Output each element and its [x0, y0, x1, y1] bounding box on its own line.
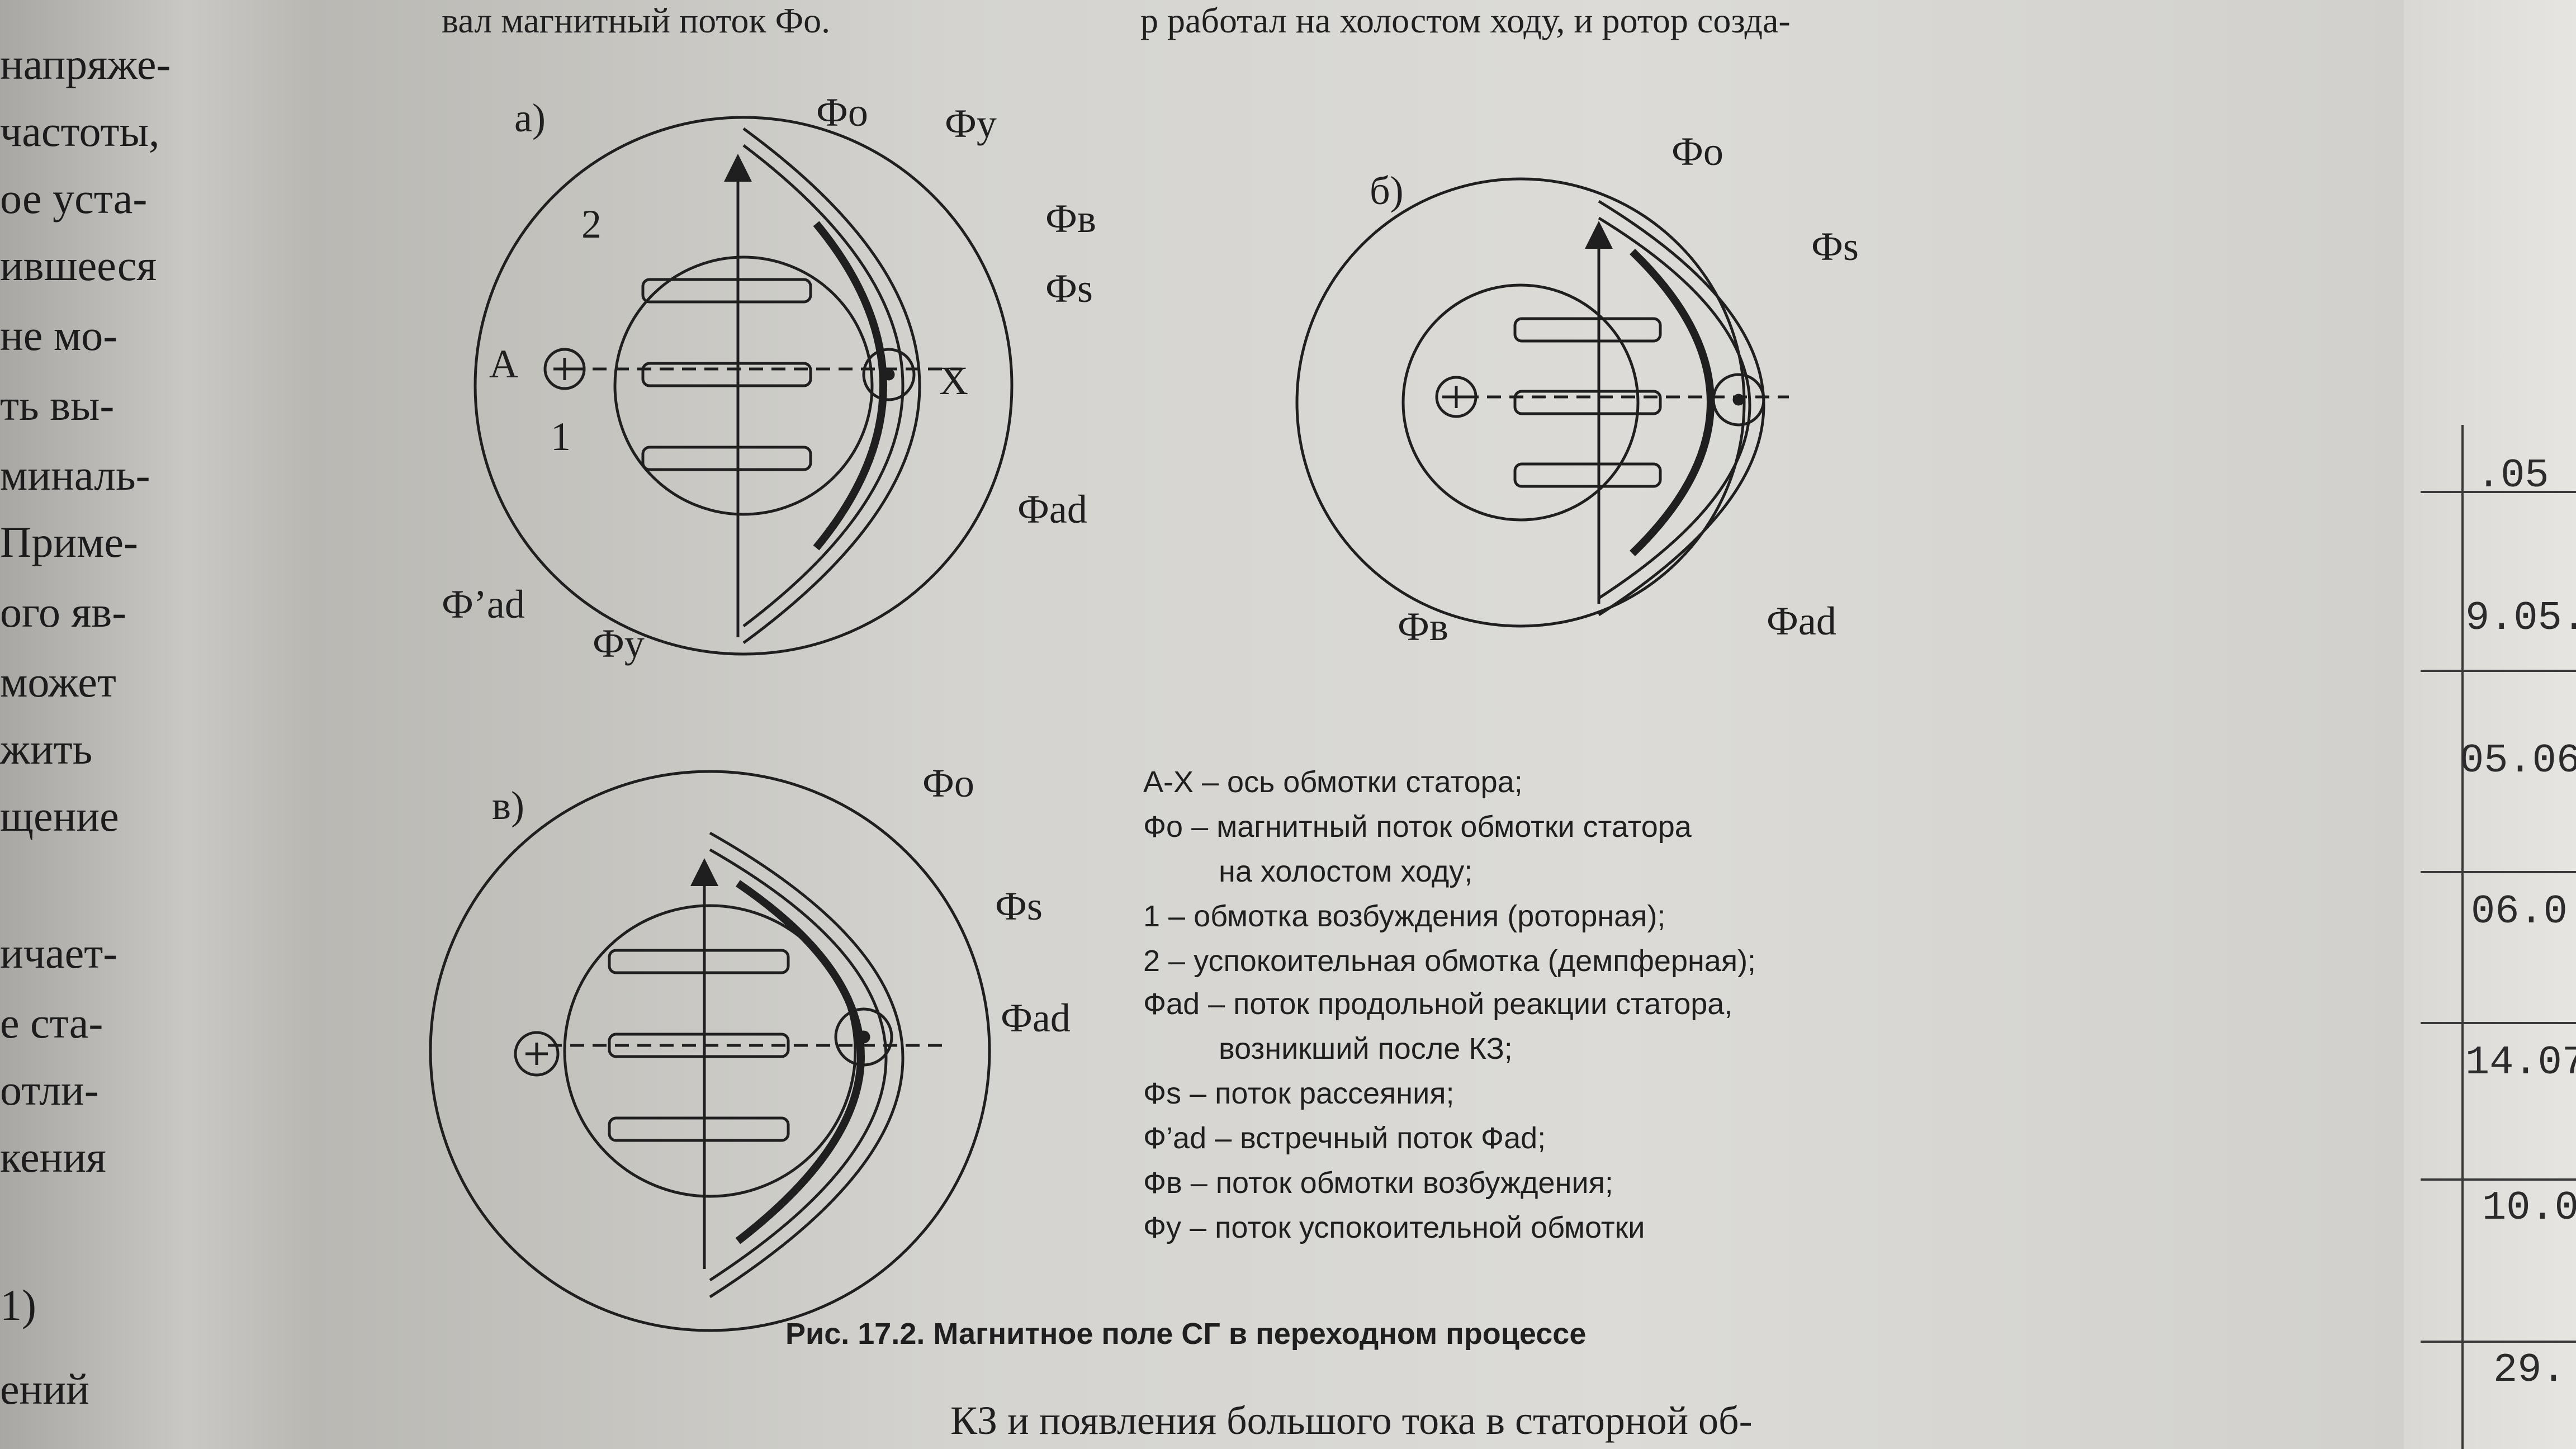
right-table-grid [2421, 425, 2576, 1449]
left-line: 1) [0, 1281, 36, 1329]
axis-x-label: Х [939, 358, 968, 403]
legend-item: Фв – поток обмотки возбуждения; [1143, 1166, 1613, 1200]
legend-item: возникший после КЗ; [1219, 1032, 1513, 1066]
flux-line-b2 [1598, 200, 1765, 617]
plus-terminal-a [543, 348, 586, 390]
flux-line-a1 [742, 144, 905, 627]
top-text-left: вал магнитный поток Фо. [442, 1, 831, 40]
winding-a3 [641, 446, 812, 471]
phi-o-label: Фо [816, 90, 868, 135]
legend-item: А-Х – ось обмотки статора; [1143, 765, 1523, 799]
stator-outer-b [1295, 177, 1746, 628]
left-line: частоты, [0, 107, 160, 155]
phi-v-label: Фв [1398, 604, 1448, 649]
plus-terminal-c [514, 1031, 560, 1077]
left-line: е ста- [0, 998, 103, 1047]
table-cell: 05.06 [2460, 738, 2576, 784]
table-cell: 9.05. [2465, 595, 2576, 641]
rotor-b [1401, 283, 1640, 522]
winding-2-label: 2 [581, 202, 602, 247]
phi-o-label: Фо [922, 761, 974, 806]
flux-path-b [1630, 248, 1715, 557]
flux-path-a [813, 221, 887, 551]
left-line: миналь- [0, 451, 150, 499]
flux-line-c1 [709, 848, 888, 1282]
legend-item: на холостом ходу; [1219, 855, 1473, 888]
winding-a1 [641, 278, 812, 304]
book-page [291, 0, 2493, 1449]
left-line: щение [0, 792, 119, 840]
phi-ad-label: Фad [1767, 599, 1836, 643]
figure-caption: Рис. 17.2. Магнитное поле СГ в переходно… [785, 1317, 1587, 1351]
left-line: жить [0, 724, 93, 773]
top-text-right: р работал на холостом ходу, и ротор созд… [1140, 1, 1791, 40]
table-cell: 29. [2493, 1347, 2566, 1393]
phi-s-label: Фs [1045, 266, 1093, 311]
left-line: напряже- [0, 40, 171, 88]
left-line: ое уста- [0, 174, 148, 222]
dot-terminal-b [1712, 373, 1765, 427]
stator-outer-a [473, 116, 1014, 656]
table-cell: .05 [2476, 453, 2549, 499]
left-page-edge [0, 0, 313, 1449]
phi-s-label: Фs [1811, 224, 1859, 269]
panel-b-diagram [1295, 177, 1789, 628]
winding-c3 [608, 1116, 790, 1142]
winding-b2 [1513, 390, 1662, 415]
table-cell: 06.0 [2471, 889, 2568, 935]
rotor-a [613, 255, 874, 516]
winding-c1 [608, 949, 790, 974]
legend-item: 1 – обмотка возбуждения (роторная); [1143, 899, 1666, 933]
axis-a-label: А [489, 342, 518, 386]
left-line: ичает- [0, 929, 118, 977]
winding-a2 [641, 362, 812, 387]
left-line: отли- [0, 1066, 99, 1114]
bottom-text: КЗ и появления большого тока в статорной… [950, 1398, 1753, 1443]
table-cell: 10.0 [2482, 1185, 2576, 1231]
winding-b3 [1513, 462, 1662, 488]
flux-line-a2 [742, 127, 921, 645]
legend-item: Фо – магнитный поток обмотки статора [1143, 810, 1692, 844]
stator-outer-c [429, 770, 991, 1332]
phi-ad-label: Фad [1017, 487, 1087, 532]
plus-terminal-b [1435, 376, 1478, 418]
phi-ad-label: Фad [1001, 996, 1071, 1040]
rotor-c [563, 904, 857, 1198]
phi-u-lower-label: Фу [593, 621, 645, 666]
legend-item: Ф’ad – встречный поток Фad; [1143, 1121, 1546, 1155]
phi-ad-prime-label: Ф’ad [442, 582, 525, 627]
panel-a-label: а) [514, 96, 546, 140]
table-cell: 14.07 [2465, 1040, 2576, 1086]
left-line: ившееся [0, 241, 157, 290]
left-line: ого яв- [0, 588, 127, 636]
flux-path-c [735, 880, 865, 1244]
left-line: Приме- [0, 518, 139, 566]
flux-line-c2 [709, 831, 905, 1299]
left-line: ть вы- [0, 381, 115, 429]
panel-c-label: в) [492, 783, 524, 828]
dot-terminal-a [862, 348, 916, 401]
phi-v-label: Фв [1045, 196, 1096, 241]
left-line: не мо- [0, 311, 118, 359]
left-line: ений [0, 1365, 89, 1413]
phi-u-label: Фу [945, 101, 997, 146]
flux-line-b1 [1598, 216, 1751, 600]
phi-s-label: Фs [995, 884, 1043, 929]
panel-c-diagram [429, 770, 991, 1332]
legend-item: Фу – поток успокоительной обмотки [1143, 1211, 1645, 1244]
panel-b-label: б) [1370, 168, 1404, 213]
left-line: кения [0, 1133, 106, 1181]
right-paper-sheet [2404, 0, 2576, 1449]
dot-terminal-c [834, 1007, 893, 1067]
winding-1-label: 1 [551, 414, 571, 459]
legend-item: 2 – успокоительная обмотка (демпферная); [1143, 944, 1756, 978]
legend-item: Фad – поток продольной реакции статора, [1143, 987, 1733, 1021]
phi-o-label: Фо [1671, 129, 1723, 174]
winding-c2 [608, 1033, 790, 1058]
legend-item: Фs – поток рассеяния; [1143, 1077, 1455, 1110]
winding-b1 [1513, 317, 1662, 343]
left-line: может [0, 657, 116, 706]
panel-a-diagram [473, 116, 1014, 656]
